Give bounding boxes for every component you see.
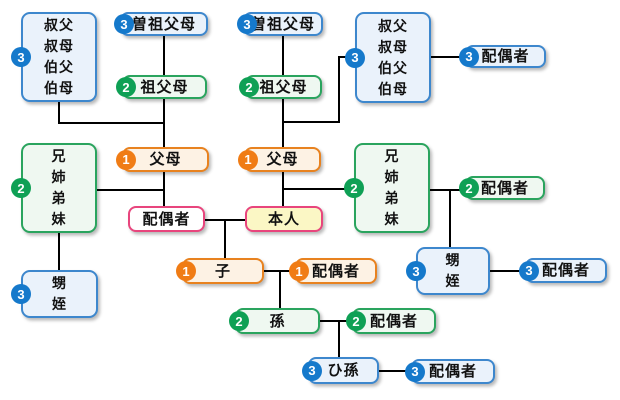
node-great-grandchild: 3 ひ孫 [302,357,379,384]
node-siblings-self-side: 2 兄 姉 弟 妹 [344,143,430,233]
degree-2-badge: 2 [116,77,136,97]
connector [279,271,281,308]
node-label: 配偶者 [481,48,530,65]
node-nephew-self-side: 3 甥 姪 [406,247,490,295]
node-siblings-self-side-spouse: 2 配偶者 [459,176,545,200]
node-great-grandparents-spouse-side: 3 曽祖父母 [114,12,208,36]
node-label: 曽祖父母 [250,15,315,33]
connector [284,188,346,190]
node-nephew-self-side-spouse: 3 配偶者 [519,258,607,283]
degree-3-badge: 3 [302,360,322,381]
degree-3-badge: 3 [405,361,425,382]
node-grandchild-spouse: 2 配偶者 [346,308,436,334]
node-label: 曽祖父母 [131,15,196,33]
node-label: 父母 [149,151,182,168]
node-great-grandparents-self-side: 3 曽祖父母 [237,12,323,36]
degree-3-badge: 3 [11,47,31,67]
node-parents-self-side: 1 父母 [238,147,321,172]
degree-2-badge: 2 [346,311,366,331]
connector [97,189,165,191]
node-label: 配偶者 [480,179,529,197]
node-great-grandchild-spouse: 3 配偶者 [405,359,495,384]
connector [283,121,340,123]
node-label: 兄 姉 弟 妹 [384,148,400,227]
node-label: 祖父母 [140,78,189,96]
node-siblings-spouse-side: 2 兄 姉 弟 妹 [11,143,97,233]
connector [431,56,465,58]
degree-3-badge: 3 [459,46,479,67]
degree-3-badge: 3 [114,14,134,34]
node-child-spouse: 1 配偶者 [289,258,377,284]
connector [449,189,451,247]
node-label: ひ孫 [327,362,360,379]
connector [224,219,226,258]
node-label: 配偶者 [311,262,360,280]
connector [490,270,528,272]
node-label: 配偶者 [541,262,590,279]
connector [338,321,340,357]
node-label: 父母 [266,151,299,168]
connector [58,233,60,270]
connector [163,36,165,75]
node-label: 子 [214,262,231,280]
node-nephew-spouse-side: 3 甥 姪 [11,270,98,318]
node-uncle-self-side-spouse: 3 配偶者 [459,45,546,68]
node-label: 兄 姉 弟 妹 [51,148,67,227]
degree-1-badge: 1 [116,149,136,170]
connector [282,99,284,147]
node-label: 配偶者 [369,312,418,330]
degree-2-badge: 2 [459,178,479,198]
degree-1-badge: 1 [289,261,309,281]
connector [58,102,60,124]
node-grandparents-self-side: 2 祖父母 [239,75,322,99]
node-label: 叔父 叔母 伯父 伯母 [378,17,408,97]
degree-3-badge: 3 [345,47,365,68]
node-label: 孫 [269,312,286,330]
degree-2-badge: 2 [344,178,364,198]
node-grandparents-spouse-side: 2 祖父母 [116,75,207,99]
node-label: 配偶者 [428,363,477,380]
connector [338,56,340,123]
node-label: 本人 [267,210,300,228]
connector [58,122,165,124]
node-self: 本人 [245,206,323,232]
node-grandchild: 2 孫 [229,308,320,334]
connector [282,172,284,206]
degree-2-badge: 2 [11,178,31,198]
node-spouse: 配偶者 [128,206,205,232]
degree-3-badge: 3 [237,14,257,34]
degree-2-badge: 2 [239,77,259,97]
node-uncle-spouse-side: 3 叔父 叔母 伯父 伯母 [11,12,97,102]
connector [379,370,413,372]
node-child: 1 子 [176,258,264,284]
degree-2-badge: 2 [229,311,249,331]
connector [282,36,284,75]
node-parents-spouse-side: 1 父母 [116,147,209,172]
node-uncle-self-side: 3 叔父 叔母 伯父 伯母 [345,12,431,103]
node-label: 叔父 叔母 伯父 伯母 [44,17,74,96]
degree-1-badge: 1 [238,149,258,170]
degree-3-badge: 3 [519,260,539,281]
degree-1-badge: 1 [176,261,196,281]
node-label: 祖父母 [259,78,308,96]
degree-3-badge: 3 [11,284,31,304]
node-label: 甥 姪 [52,275,67,312]
node-label: 甥 姪 [445,252,461,289]
degree-3-badge: 3 [406,261,426,281]
node-label: 配偶者 [142,210,191,228]
